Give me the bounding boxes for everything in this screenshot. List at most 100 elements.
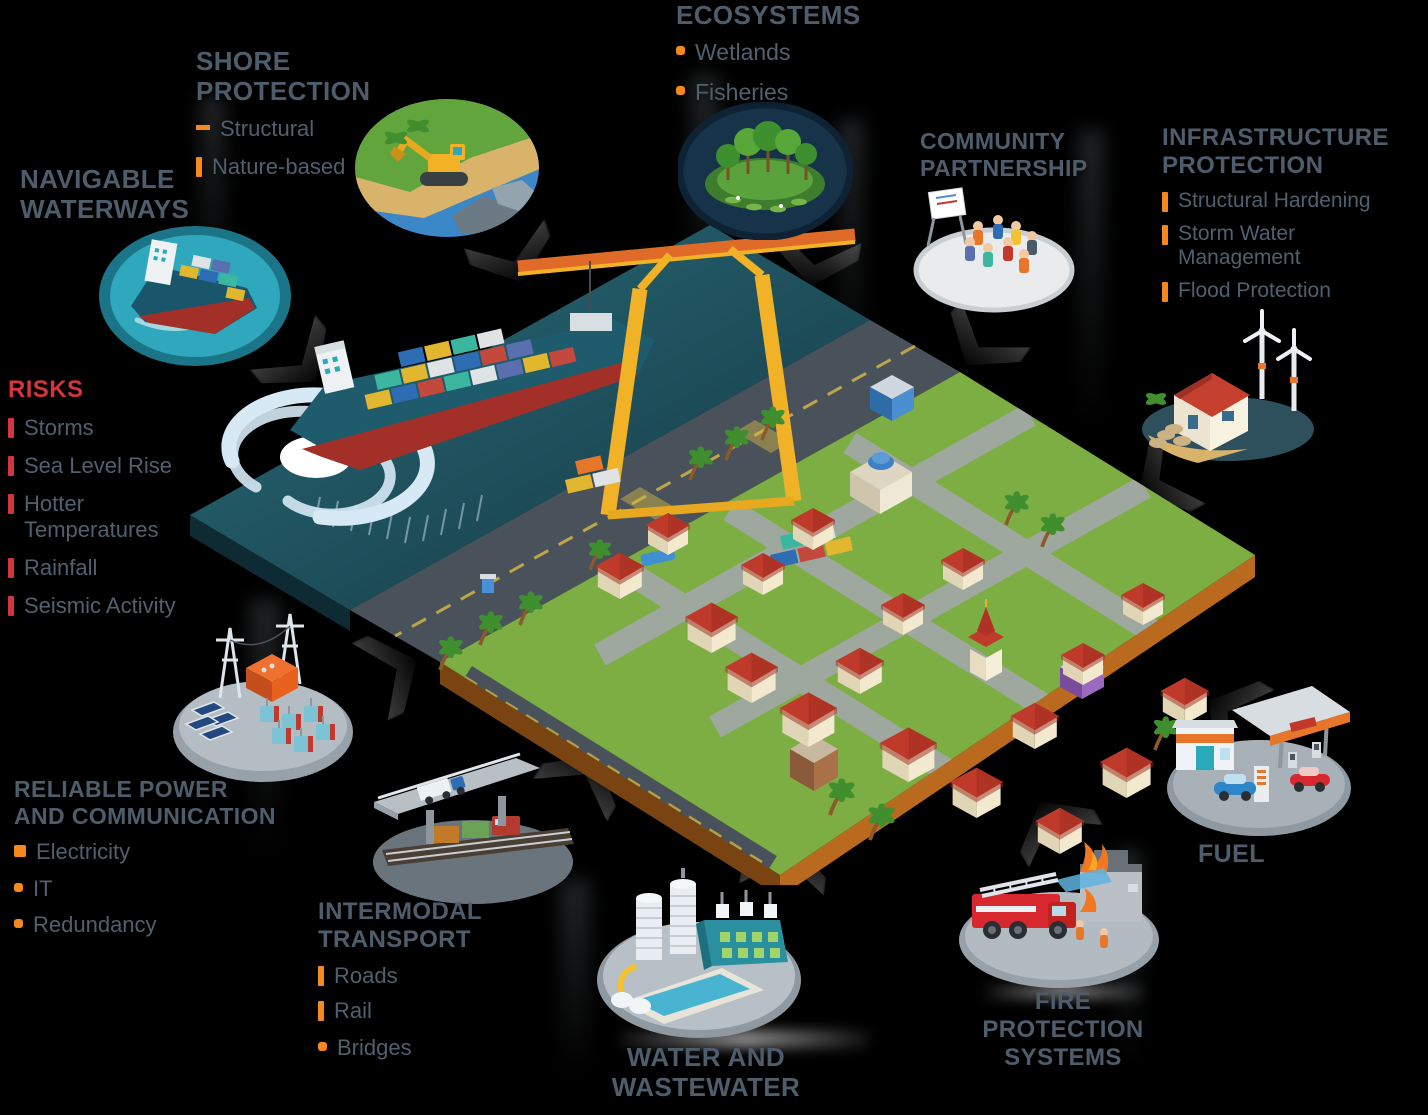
list-item: Nature-based [196,154,456,179]
treatment-pool [622,968,764,1024]
list-item: Redundancy [14,912,324,937]
fire-protection-title: PROTECTION [982,1015,1144,1043]
firefighters-icon [1076,920,1108,948]
fuel-title: FUEL [1198,840,1265,868]
bullet-icon [1162,191,1168,212]
power-station-illustration [173,613,353,782]
list-item: Fisheries [676,79,896,105]
list-item: Flood Protection [1162,279,1382,303]
cargo-ship-icon [131,239,257,334]
navigable-waterways-title: WATERWAYS [20,194,190,225]
bullet-icon [676,85,685,95]
list-item: Rainfall [8,555,186,580]
list-item: Structural [196,116,456,141]
bullet-icon [676,46,685,56]
bullet-icon [8,558,14,579]
navigable-waterways-title: NAVIGABLE [20,164,175,194]
vent-huts [716,890,777,918]
church-building [968,599,1004,681]
community-partnership-title: COMMUNITY [920,128,1066,154]
transformers-icon [260,698,335,752]
shadow-streak [1078,130,1104,430]
city-green-plate [440,372,1255,875]
list-item: Storms [8,415,186,440]
shadow-streak [560,880,590,1080]
list-item: Roads [318,963,548,988]
people-group-icon [965,215,1037,273]
bullet-icon [8,456,14,477]
reliable-power-title: RELIABLE POWER [14,776,228,802]
bullet-icon [196,125,210,131]
bullet-icon [318,1042,327,1052]
risks-callout: RISKS Storms Sea Level Rise Hotter Tempe… [8,376,186,619]
treatment-building [696,890,788,970]
solar-panels-icon [184,701,240,741]
infrastructure-protection-title: PROTECTION [1162,151,1324,179]
truck-icon [416,776,466,805]
powerhouse-building [246,654,298,702]
list-item: Storm Water Management [1162,222,1382,270]
port-crane [517,228,856,520]
car-icon [1214,767,1330,801]
palm-icon [384,119,430,145]
fuel-callout: FUEL [1198,840,1265,869]
sandbags-icon [1149,424,1191,448]
fire-protection-title: FIRE [1034,988,1092,1015]
clarifier-towers [636,868,696,960]
list-item: Hotter Temperatures [8,491,186,542]
bullet-icon [8,596,14,617]
list-item: Wetlands [676,39,896,65]
bullet-icon [14,882,23,892]
fire-truck-icon [972,872,1076,939]
excavator-icon [390,134,468,186]
list-item: IT [14,876,324,901]
water-spray [1056,868,1112,892]
bullet-icon [14,918,23,928]
list-item: Electricity [14,839,324,864]
ecosystems-illustration [678,102,853,240]
flipchart-icon [926,187,968,247]
reliable-power-title: AND COMMUNICATION [14,802,276,829]
wetland-trees [716,121,817,180]
bullet-icon [1162,282,1168,303]
community-partnership-illustration [913,187,1075,313]
bullet-icon [8,417,14,438]
coastal-city-illustration [190,225,1255,885]
fuel-pump-icon [1288,742,1321,768]
container-ship [290,320,655,470]
water-treatment-illustration [597,868,801,1038]
convenience-store [1172,720,1238,770]
list-item: Structural Hardening [1162,189,1382,213]
bullet-icon [318,965,324,986]
intermodal-transport-title: TRANSPORT [318,925,471,953]
fire-protection-illustration [959,842,1159,988]
bullet-icon [318,1000,324,1021]
fire-protection-callout: FIRE PROTECTION SYSTEMS [958,988,1168,1071]
list-item: Seismic Activity [8,593,186,618]
hanging-container [570,313,612,331]
bullet-icon [14,845,26,858]
gas-canopy-icon [1232,686,1350,769]
water-wastewater-title: WASTEWATER [611,1072,801,1103]
arrow-shadow-glow [985,985,1145,999]
shore-protection-title: SHORE PROTECTION [196,46,371,107]
bullet-icon [1162,224,1168,245]
risks-title: RISKS [8,376,84,403]
fuel-station-illustration [1167,686,1351,836]
water-wastewater-title: WATER AND [626,1042,786,1072]
intermodal-transport-callout: INTERMODAL TRANSPORT Roads Rail Bridges [318,898,548,1061]
protected-house-icon [1174,373,1250,451]
navigable-waterways-callout: NAVIGABLE WATERWAYS [20,164,240,224]
infrastructure-protection-illustration [1142,309,1314,463]
palm-icon [1145,393,1167,405]
infrastructure-protection-callout: INFRASTRUCTURE PROTECTION Structural Har… [1162,124,1392,303]
shore-protection-callout: SHORE PROTECTION Structural Nature-based [196,46,456,179]
wind-turbine-icon [1243,309,1312,411]
shore-protection-illustration [355,99,539,237]
infrastructure-protection-title: INFRASTRUCTURE [1162,124,1389,151]
bullet-icon [8,494,14,515]
intermodal-transport-illustration [373,752,574,904]
intermodal-transport-title: INTERMODAL [318,898,482,925]
civic-dome-building [850,452,912,514]
